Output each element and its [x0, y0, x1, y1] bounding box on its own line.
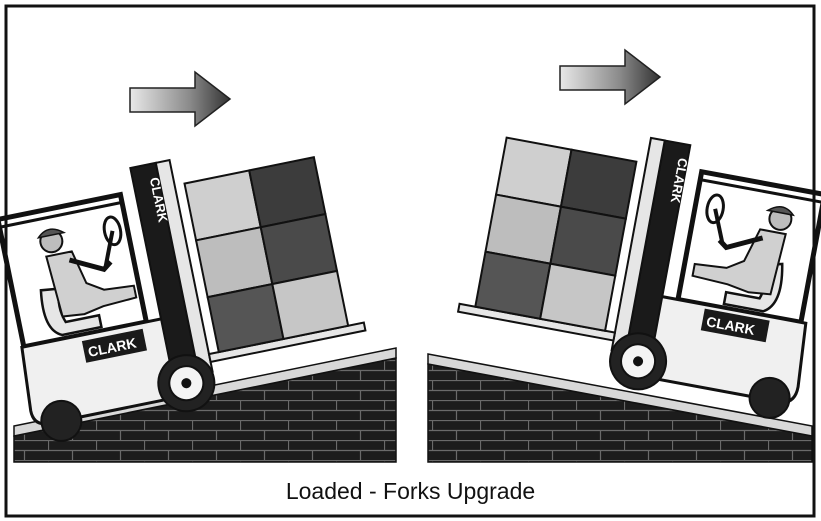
caption: Loaded - Forks Upgrade: [0, 478, 821, 505]
